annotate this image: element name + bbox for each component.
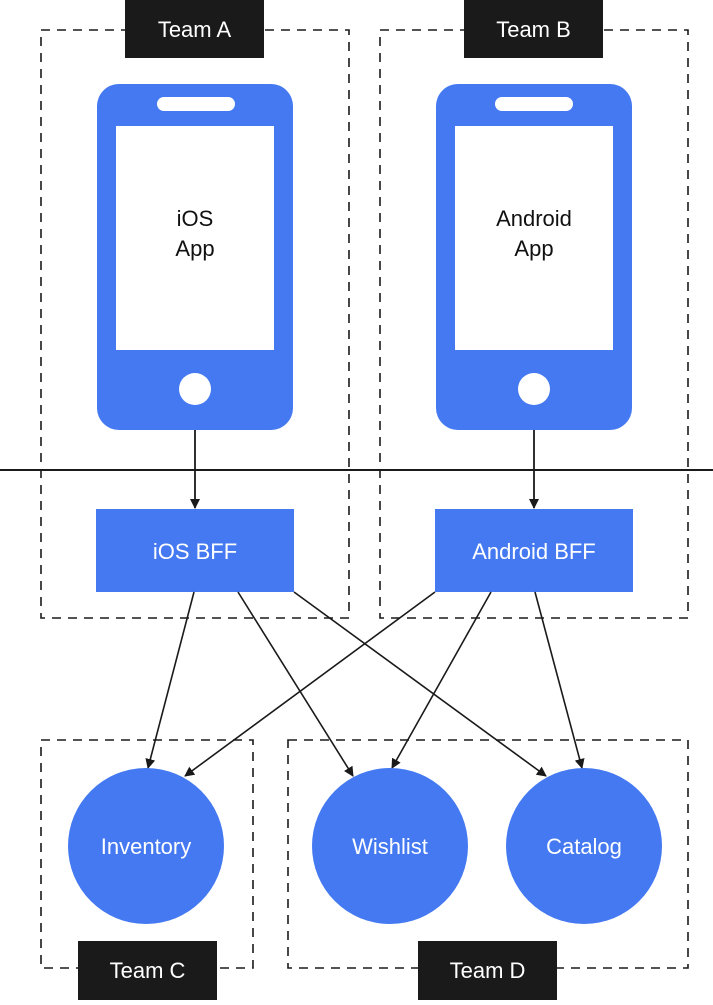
team-b-text: Team B (496, 17, 571, 42)
arrow-ios-bff-to-catalog (293, 591, 547, 777)
android-bff-box: Android BFF (435, 509, 633, 592)
team-a-text: Team A (158, 17, 232, 42)
android-app-label-line2: App (514, 236, 553, 261)
inventory-service: Inventory (68, 768, 224, 924)
arrow-ios-bff-to-inventory (145, 591, 195, 769)
team-d-text: Team D (450, 958, 526, 983)
android-phone-icon: Android App (436, 84, 632, 430)
team-d-label: Team D (418, 941, 557, 1000)
ios-phone-icon: iOS App (97, 84, 293, 430)
team-c-label: Team C (78, 941, 217, 1000)
catalog-label: Catalog (546, 834, 622, 859)
arrow-ios-bff-to-wishlist (237, 591, 354, 777)
ios-app-label-line2: App (175, 236, 214, 261)
arrow-android-bff-to-wishlist (391, 591, 492, 769)
team-c-text: Team C (110, 958, 186, 983)
wishlist-label: Wishlist (352, 834, 428, 859)
team-d-boundary (287, 739, 689, 969)
catalog-service: Catalog (506, 768, 662, 924)
team-b-label: Team B (464, 0, 603, 58)
ios-bff-box: iOS BFF (96, 509, 294, 592)
arrow-android-bff-to-inventory (184, 591, 436, 777)
arrow-android-bff-to-catalog (534, 591, 585, 769)
ios-bff-label: iOS BFF (153, 539, 237, 564)
team-a-label: Team A (125, 0, 264, 58)
android-bff-label: Android BFF (472, 539, 596, 564)
android-app-label-line1: Android (496, 206, 572, 231)
ios-app-label-line1: iOS (177, 206, 214, 231)
wishlist-service: Wishlist (312, 768, 468, 924)
inventory-label: Inventory (101, 834, 192, 859)
